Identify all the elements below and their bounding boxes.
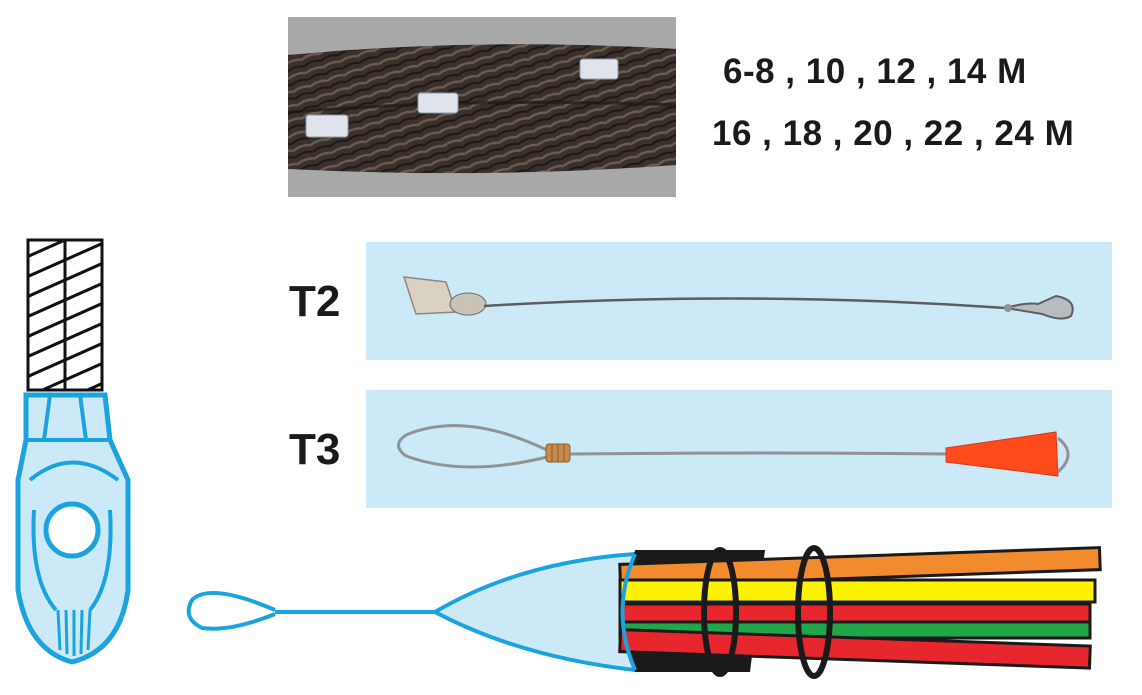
lengths-line-2: 16 , 18 , 20 , 22 , 24 M (712, 114, 1075, 153)
cable-rope-photo (288, 17, 676, 197)
t2-cable-tool-photo (366, 242, 1112, 360)
lengths-line-1: 6-8 , 10 , 12 , 14 M (723, 52, 1027, 91)
model-label-t3: T3 (289, 425, 341, 474)
t3-cable-tool-photo (366, 390, 1112, 508)
model-label-t2: T2 (289, 277, 341, 326)
cable-pulling-grip-diagram (180, 522, 1120, 692)
cable-end-diagram (0, 230, 140, 670)
